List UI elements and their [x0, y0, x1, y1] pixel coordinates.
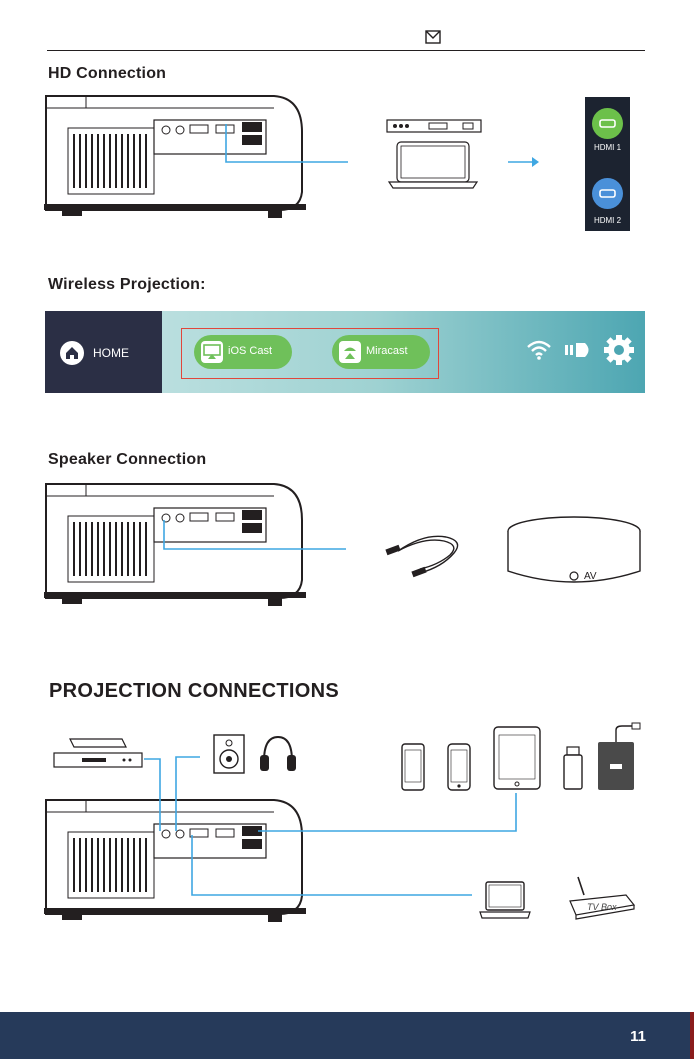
page-footer: 11 [0, 1012, 694, 1059]
home-icon [60, 341, 84, 365]
wireless-projection-title: Wireless Projection: [48, 276, 206, 294]
laptop-icon [478, 880, 532, 922]
hdmi-source-panel: HDMI 1 HDMI 2 [585, 97, 630, 231]
hdmi-connection-line [220, 122, 350, 164]
page-number: 11 [630, 1028, 646, 1045]
arrow-right-icon [508, 156, 540, 168]
ios-cast-label: iOS Cast [228, 345, 272, 357]
laptop-icon [385, 118, 485, 195]
external-hdd-icon [596, 722, 644, 792]
hdmi2-button[interactable] [592, 178, 623, 209]
footer-edge-accent [690, 1012, 694, 1059]
audio-connection-line [158, 518, 348, 552]
usb-drive-icon [562, 745, 584, 791]
hdmi1-button[interactable] [592, 108, 623, 139]
bluetooth-speaker-device: AV [505, 515, 643, 594]
hdmi1-label: HDMI 1 [585, 143, 630, 152]
miracast-label: Miracast [366, 345, 408, 357]
gear-icon[interactable] [604, 335, 634, 365]
aux-cable-icon [384, 527, 466, 585]
connection-lines [140, 755, 530, 901]
av-label: AV [584, 571, 597, 582]
projection-connections-title: PROJECTION CONNECTIONS [49, 680, 339, 703]
dvd-player-icon [52, 733, 144, 773]
ios-cast-button[interactable]: iOS Cast [194, 335, 292, 369]
wifi-icon[interactable] [526, 339, 552, 361]
hdmi-port-icon [592, 178, 623, 209]
airplay-icon [201, 341, 223, 363]
tv-box-device: TV Box [566, 875, 638, 923]
tv-box-label: TV Box [587, 902, 617, 912]
miracast-button[interactable]: Miracast [332, 335, 430, 369]
android-cast-icon [339, 341, 361, 363]
wireless-home-bar: HOME iOS Cast Miracast [45, 311, 645, 393]
envelope-icon [425, 30, 441, 44]
speaker-connection-title: Speaker Connection [48, 451, 206, 469]
hdmi-port-icon [592, 108, 623, 139]
hdmi2-label: HDMI 2 [585, 216, 630, 225]
bluetooth-speaker-icon[interactable] [565, 341, 593, 359]
top-rule [47, 50, 645, 51]
hd-connection-title: HD Connection [48, 65, 166, 83]
home-panel[interactable]: HOME [45, 311, 162, 393]
home-label: HOME [93, 346, 129, 360]
